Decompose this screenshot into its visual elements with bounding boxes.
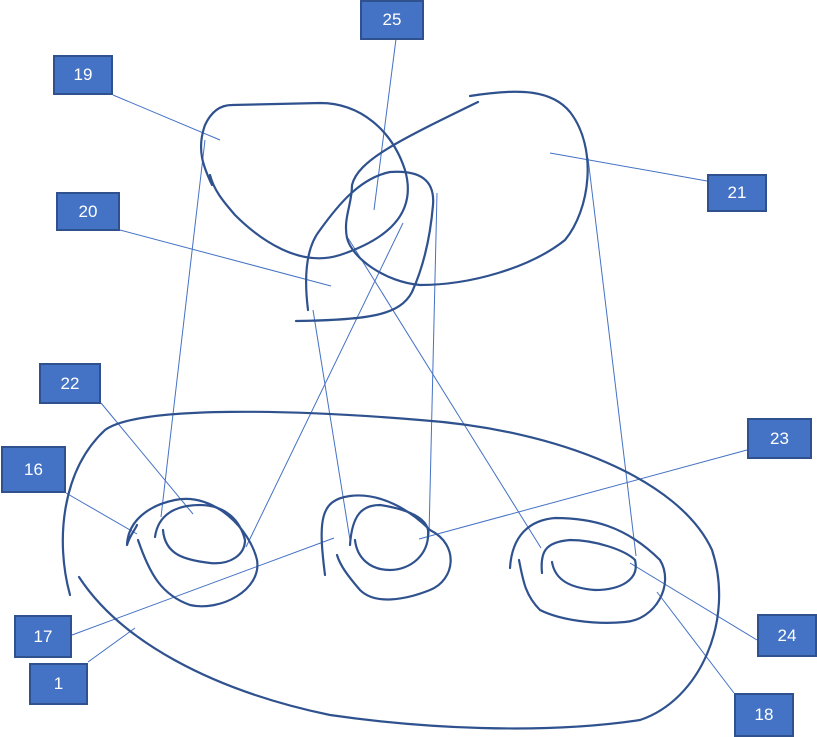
ring-right-inner — [540, 538, 637, 592]
leader-24 — [629, 562, 758, 641]
leader-17 — [71, 537, 335, 636]
leader-16 — [65, 492, 138, 535]
label-20: 20 — [56, 192, 120, 231]
ring-left-inner — [153, 503, 247, 565]
connector — [428, 192, 438, 536]
loop-20 — [294, 170, 435, 323]
leader-18 — [656, 591, 735, 694]
ring-mid-outer — [320, 494, 452, 601]
connector — [587, 157, 637, 557]
connector — [160, 139, 206, 518]
label-22: 22 — [39, 363, 101, 404]
ring-right-outer — [508, 516, 667, 624]
label-19: 19 — [53, 55, 113, 95]
label-18: 18 — [734, 693, 794, 737]
leader-20 — [119, 229, 332, 287]
connector — [245, 222, 404, 548]
ring-left-outer — [125, 497, 259, 608]
label-16: 16 — [1, 446, 66, 493]
label-17: 17 — [14, 615, 72, 658]
label-25: 25 — [360, 0, 424, 40]
leader-19 — [112, 94, 221, 141]
leader-1 — [87, 627, 136, 663]
label-24: 24 — [757, 614, 817, 657]
label-1: 1 — [29, 663, 88, 705]
body-outline — [61, 410, 721, 730]
leader-21 — [549, 152, 708, 182]
label-23: 23 — [747, 418, 812, 459]
leader-lines — [65, 38, 758, 694]
curves — [61, 90, 721, 730]
ring-mid-inner — [348, 503, 430, 572]
leader-23 — [418, 449, 748, 540]
label-21: 21 — [707, 174, 767, 212]
connector — [347, 237, 542, 549]
leader-25 — [373, 38, 397, 211]
loop-19 — [199, 101, 409, 260]
connector — [312, 309, 351, 541]
loop-21 — [344, 90, 589, 287]
leader-22 — [100, 402, 194, 515]
